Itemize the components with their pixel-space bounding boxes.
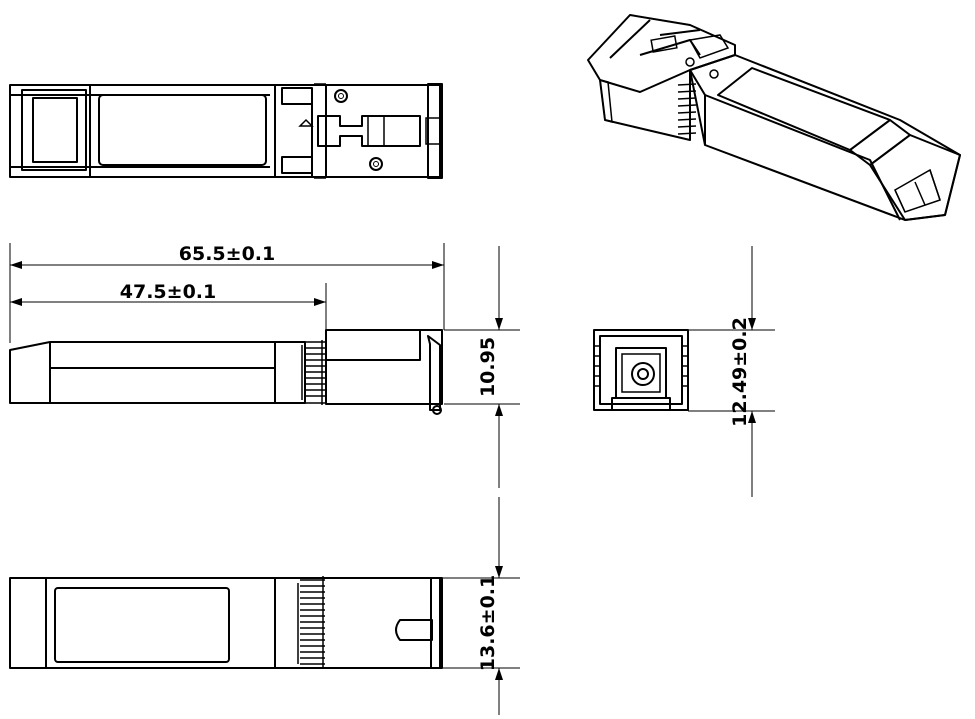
side-view xyxy=(9,329,443,415)
iso-grip-fins xyxy=(677,83,697,135)
dim-side-height: 10.95 xyxy=(477,337,499,397)
bottom-grip-fins xyxy=(297,576,325,668)
dimension-lines xyxy=(9,243,775,715)
dim-overall-length: 65.5±0.1 xyxy=(179,243,275,265)
isometric-view xyxy=(587,14,961,221)
dim-bottom-width: 13.6±0.1 xyxy=(477,575,499,671)
side-grip-fins xyxy=(301,340,326,405)
top-view xyxy=(9,83,443,179)
dim-front-height: 12.49±0.2 xyxy=(729,317,751,427)
dim-body-length: 47.5±0.1 xyxy=(120,281,216,303)
bottom-view xyxy=(9,576,443,669)
front-view xyxy=(593,329,689,411)
